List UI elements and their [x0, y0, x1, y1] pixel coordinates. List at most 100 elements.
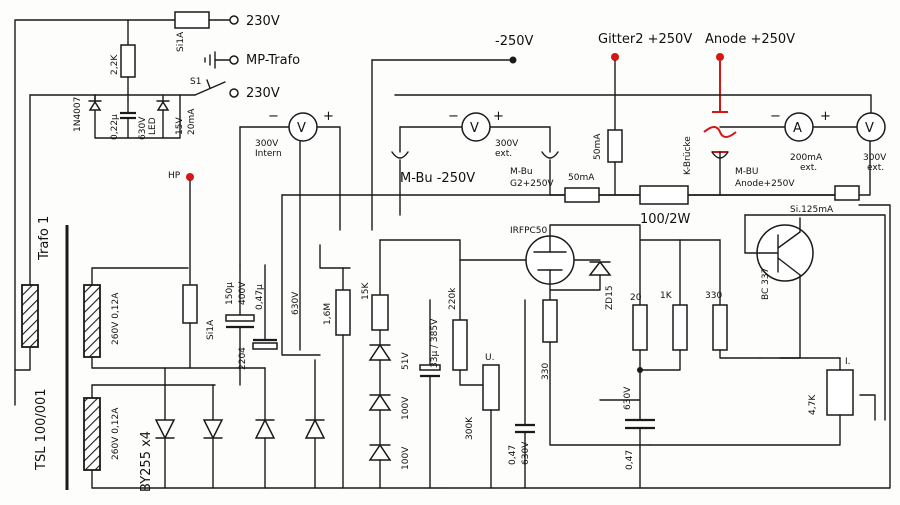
label-by255: BY255 x4: [139, 431, 154, 492]
resistor-50ma-horiz: [564, 187, 600, 203]
label-630b: 630V: [521, 441, 531, 465]
label-230v-mid: 230V: [246, 86, 280, 101]
led-diode: [156, 100, 170, 111]
resistor-50ma-vert: [607, 129, 623, 163]
label-si1a: Si1A: [206, 319, 216, 340]
label-220k: 220k: [448, 287, 458, 310]
label-anode: Anode +250V: [705, 32, 795, 47]
diode-by255-1: [154, 419, 176, 440]
jack-mbu-minus[interactable]: [391, 151, 409, 159]
label-mp-trafo: MP-Trafo: [246, 53, 300, 68]
label-4k7: 4,7K: [808, 394, 818, 415]
label-mbu-anode-a: M-BU: [735, 167, 758, 177]
label-cap630: 630V: [138, 116, 148, 140]
resistor-15k: [371, 294, 389, 331]
label-200ma: 200mA: [790, 153, 823, 163]
label-irfpc50: IRFPC50: [510, 226, 548, 236]
resistor-20: [632, 304, 648, 351]
label-20ma: 20mA: [187, 108, 197, 135]
label-2k2: 2,2K: [110, 54, 120, 75]
svg-text:−: −: [448, 109, 459, 124]
meter-amp-label: A: [793, 121, 802, 136]
meter-ext3-label: V: [865, 121, 874, 136]
resistor-1k: [672, 304, 688, 351]
terminal-anode[interactable]: [716, 53, 724, 61]
label-300v-intern: 300V: [255, 139, 279, 149]
mains-section: 230V Si1A 2,2K MP-Trafo S1 230V 1N4007 0…: [14, 11, 300, 406]
label-mbu-minus: M-Bu -250V: [400, 171, 475, 186]
label-300k: 300K: [465, 416, 475, 440]
terminal-gitter2[interactable]: [611, 53, 619, 61]
label-led: LED: [148, 117, 158, 135]
label-50ma-vert: 50mA: [593, 133, 603, 160]
label-kbrucke: K-Brücke: [683, 136, 693, 175]
label-intern: Intern: [255, 149, 282, 159]
resistor-2k2: [120, 44, 136, 78]
fuse-si1a: [182, 284, 198, 324]
zener-100v-b: [368, 443, 392, 461]
label-c047: 0,47µ: [255, 284, 265, 310]
cap-150u: [225, 314, 255, 322]
label-047b: 0,47: [508, 445, 518, 465]
meter-ext1-label: V: [470, 121, 479, 136]
label-i: I.: [845, 357, 851, 367]
pot-300k[interactable]: [482, 364, 500, 411]
meter-intern-label: V: [297, 121, 306, 136]
label-20: 20: [630, 293, 642, 303]
cap-047-a: [252, 342, 278, 350]
fuse-si125: [834, 185, 860, 201]
resistor-1m6: [335, 289, 351, 336]
label-100-2w: 100/2W: [640, 212, 690, 227]
label-c150: 150µ: [225, 282, 235, 305]
svg-text:−: −: [770, 109, 781, 124]
svg-text:−: −: [268, 109, 279, 124]
label-ext1: ext.: [495, 149, 512, 159]
label-ext3: ext.: [867, 163, 884, 173]
label-50ma-horiz: 50mA: [568, 173, 595, 183]
terminal-230v-mid: [229, 88, 239, 98]
label-hp: HP: [168, 171, 181, 181]
secondary-winding-1: [83, 284, 101, 358]
label-cap022: 0,22µ: [110, 114, 120, 140]
label-630c: 630V: [623, 386, 633, 410]
label-330a: 330: [541, 363, 551, 380]
label-s1: S1: [190, 77, 201, 87]
diode-by255-3: [254, 418, 276, 439]
pot-4k7[interactable]: [826, 369, 854, 416]
jack-mbu-g2[interactable]: [541, 151, 559, 159]
label-51v: 51V: [401, 352, 411, 370]
diode-by255-4: [304, 418, 326, 439]
svg-text:+: +: [820, 109, 831, 124]
fuse-top: [174, 11, 210, 29]
label-mbu-g2b: G2+250V: [510, 179, 554, 189]
label-33u: 33µ / 385V: [430, 318, 440, 368]
diode-by255-2: [202, 419, 224, 440]
label-100v-b: 100V: [401, 446, 411, 470]
zener-51v: [368, 343, 392, 361]
label-15v: 15V: [175, 117, 185, 135]
jack-mbu-anode[interactable]: [711, 151, 729, 159]
label-1n4007: 1N4007: [73, 97, 83, 132]
label-300v-ext1: 300V: [495, 139, 519, 149]
label-c630: 630V: [291, 291, 301, 315]
resistor-220k: [452, 319, 468, 371]
label-1m6: 1,6M: [323, 303, 333, 325]
terminal-hp[interactable]: [186, 173, 194, 181]
svg-text:+: +: [493, 109, 504, 124]
label-c2204: 2204: [238, 347, 248, 370]
label-si125: Si.125mA: [790, 205, 834, 215]
label-minus250: -250V: [495, 34, 534, 49]
svg-text:+: +: [323, 109, 334, 124]
terminal-mp-trafo: [229, 55, 239, 65]
resistor-100-2w: [639, 185, 689, 205]
label-300v-ext3: 300V: [863, 153, 887, 163]
label-bc337: BC 337: [761, 268, 771, 300]
label-zd15: ZD15: [605, 285, 615, 310]
resistor-330-a: [542, 299, 558, 343]
label-047c: 0,47: [625, 450, 635, 470]
label-c400: 400V: [238, 281, 248, 305]
zener-100v-a: [368, 393, 392, 411]
label-mbu-g2a: M-Bu: [510, 167, 533, 177]
label-trafo1: Trafo 1: [37, 216, 52, 261]
